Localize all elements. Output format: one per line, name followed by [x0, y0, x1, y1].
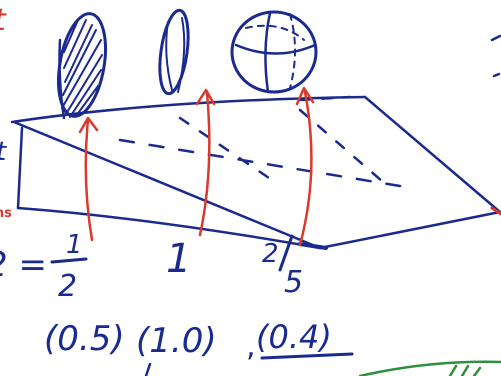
label-one: 1 [166, 236, 191, 282]
right-edge-fragment [490, 34, 501, 78]
label-first-prefix: 2 = [0, 245, 47, 285]
hatched-ellipse-shape [57, 12, 107, 120]
label-one-half: 2 = 1 2 [0, 230, 88, 304]
thin-ellipse-shape [158, 8, 190, 96]
ratio-first: (0.5) [44, 319, 125, 359]
red-arrows [78, 86, 501, 247]
label-first-numerator: 1 [66, 230, 83, 260]
label-first-denominator: 2 [58, 269, 77, 304]
ratio-second: (1.0) [136, 321, 217, 361]
prism-diagram [10, 95, 501, 250]
edge-fragment-middle: t [0, 137, 7, 167]
edge-fragment-lower: ons [0, 206, 12, 221]
edge-fragment-top: t [0, 3, 7, 38]
label-third-numerator: 2 [262, 239, 279, 269]
sphere-ellipse-shape [230, 10, 318, 94]
ratio-separator: , [246, 329, 256, 364]
label-two-fifths: 2 5 [262, 234, 303, 300]
green-fragment [358, 360, 501, 376]
label-third-denominator: 5 [284, 265, 303, 300]
ratio-row: (0.5) (1.0) , (0.4) [44, 318, 354, 376]
ratio-third: (0.4) [256, 318, 332, 356]
